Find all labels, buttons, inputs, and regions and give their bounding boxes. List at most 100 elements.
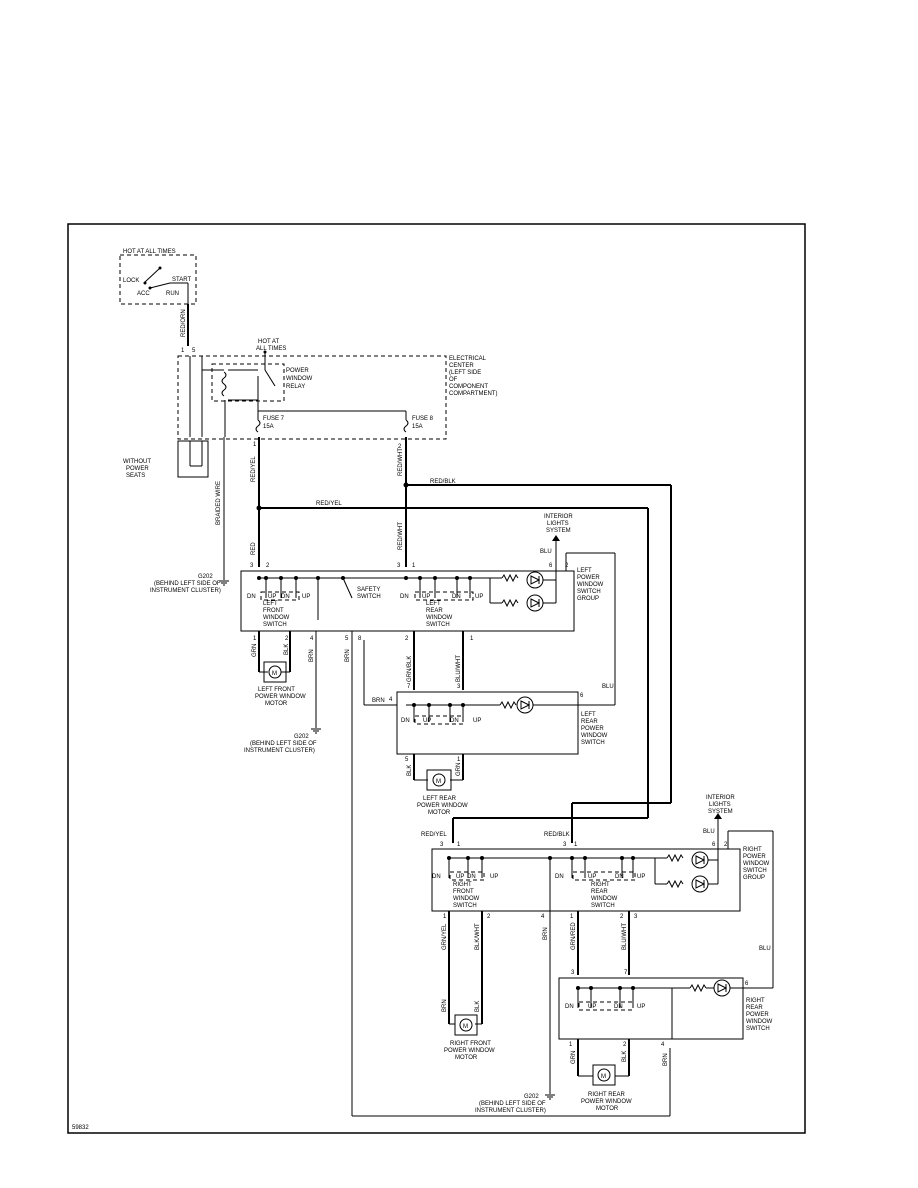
lg-pin-2: 2 <box>266 563 270 569</box>
ignition-acc-label: ACC <box>137 291 150 297</box>
lf-wire-blk: BLK <box>284 644 290 655</box>
wire-label-red-yel-bus: RED/YEL <box>316 501 342 507</box>
rf-switch-1: RIGHT <box>453 882 472 888</box>
lf-switch-4: SWITCH <box>263 622 287 628</box>
diagram-frame <box>67 223 806 1134</box>
lr-label-2: REAR <box>581 719 598 725</box>
fuse7-pin: 1 <box>253 442 257 448</box>
ec-label-4: OF <box>449 377 458 383</box>
rfm-label-2: POWER WINDOW <box>444 1048 495 1054</box>
rg-pin-2: 2 <box>724 842 728 848</box>
rf-pin-2: 2 <box>487 914 491 920</box>
lr-group-3: WINDOW <box>426 615 453 621</box>
ec-hot-line2: ALL TIMES <box>256 346 286 352</box>
rg-wire-blu-wht: BLU/WHT <box>622 923 628 950</box>
lg-pin-1: 1 <box>412 563 416 569</box>
rg-pin-3: 3 <box>440 842 444 848</box>
il-left-2: LIGHTS <box>547 521 569 527</box>
ec-label-5: COMPONENT <box>449 384 488 390</box>
rf-switch-3: WINDOW <box>453 896 480 902</box>
wire-label-red: RED <box>251 542 257 555</box>
wire-label-red-blk-right: RED/BLK <box>544 832 570 838</box>
ground-g202-top: G202 (BEHIND LEFT SIDE OF INSTRUMENT CLU… <box>150 574 229 594</box>
lr-group-up-right: UP <box>475 594 483 600</box>
safety-2: SWITCH <box>357 594 381 600</box>
lr-group-1: LEFT <box>426 601 441 607</box>
lf-pin-5: 5 <box>345 636 349 642</box>
ec-label-6: COMPARTMENT) <box>449 391 497 397</box>
g202-bottom-note1: (BEHIND LEFT SIDE OF <box>479 1101 546 1107</box>
lr-label-1: LEFT <box>581 712 596 718</box>
g202-top-note2: INSTRUMENT CLUSTER) <box>150 588 221 594</box>
lr-up-right: UP <box>473 718 481 724</box>
g202-bottom-note2: INSTRUMENT CLUSTER) <box>475 1108 546 1114</box>
lf-switch-2: FRONT <box>263 608 284 614</box>
rf-wire-blk-wht: BLK/WHT <box>475 923 481 950</box>
rrm-pin-2: 2 <box>623 1042 627 1048</box>
lr-pin-4: 4 <box>389 697 393 703</box>
motor-symbol-label: M <box>463 1024 468 1030</box>
lf-motor-3: MOTOR <box>265 701 288 707</box>
ec-hot-line1: HOT AT <box>258 339 279 345</box>
rr-dn: DN <box>614 1004 623 1010</box>
electrical-center: HOT AT ALL TIMES ELECTRICAL CENTER (LEFT… <box>177 339 497 440</box>
lrm-pin-5: 5 <box>405 757 409 763</box>
wire-label-red-wht-group: RED/WHT <box>398 522 404 550</box>
lg-pin-3: 3 <box>250 563 254 569</box>
motor-symbol-label: M <box>436 779 441 785</box>
lr-dn-left: DN <box>401 718 410 724</box>
lrm-wire-blk: BLK <box>407 765 413 776</box>
interior-lights-right: INTERIOR LIGHTS SYSTEM BLU <box>703 795 735 849</box>
rrm-label-3: MOTOR <box>596 1106 619 1112</box>
left-rear-motor: 5 1 BLK GRN M LEFT REAR POWER WINDOW MOT… <box>405 754 468 816</box>
motor-symbol-label: M <box>272 671 277 677</box>
wire-label-blu-right: BLU <box>759 946 771 952</box>
lg-pin-2b: 2 <box>565 563 569 569</box>
il-right-2: LIGHTS <box>709 802 731 808</box>
rf-wire-brn: BRN <box>442 999 448 1012</box>
lf-switch-3: WINDOW <box>263 615 290 621</box>
rg-out-pin-1: 1 <box>570 914 574 920</box>
ignition-switch: HOT AT ALL TIMES LOCK START ACC RUN <box>119 249 197 305</box>
rr-label-3: POWER <box>746 1012 769 1018</box>
il-right-3: SYSTEM <box>708 809 733 815</box>
rf-switch-4: SWITCH <box>453 903 477 909</box>
right-front-motor: M RIGHT FRONT POWER WINDOW MOTOR <box>444 1014 495 1061</box>
lg-pin-3b: 3 <box>397 563 401 569</box>
rr-label-5: SWITCH <box>746 1026 770 1032</box>
rr-group-2: REAR <box>591 889 608 895</box>
interior-lights-left: INTERIOR LIGHTS SYSTEM BLU <box>540 514 573 571</box>
relay-label-3: RELAY <box>286 384 305 390</box>
rf-switch-2: FRONT <box>453 889 474 895</box>
rr-group-up-right: UP <box>637 874 645 880</box>
rf-wire-blk: BLK <box>475 1001 481 1012</box>
wire-label-red-yel-fuse7: RED/YEL <box>251 456 257 482</box>
lf-up-right: UP <box>302 594 310 600</box>
lr-group-dn: DN <box>452 594 461 600</box>
lrm-label-2: POWER WINDOW <box>417 803 468 809</box>
rg-label-4: SWITCH <box>743 868 767 874</box>
rg-out-pin-2: 2 <box>620 914 624 920</box>
lr-group-2: REAR <box>426 608 443 614</box>
lr-pin-6: 6 <box>580 693 584 699</box>
lf-switch-1: LEFT <box>263 601 278 607</box>
rr-group-dn-left: DN <box>555 874 564 880</box>
rg-label-1: RIGHT <box>743 847 762 853</box>
rg-pin-1: 1 <box>457 842 461 848</box>
ground-g202-mid: G202 (BEHIND LEFT SIDE OF INSTRUMENT CLU… <box>244 728 321 754</box>
wire-label-red-blk-bus: RED/BLK <box>430 479 456 485</box>
fuse8-label: FUSE 8 <box>412 416 434 422</box>
safety-1: SAFETY <box>357 587 380 593</box>
rrm-label-1: RIGHT REAR <box>588 1092 626 1098</box>
lg-label-3: WINDOW <box>577 582 604 588</box>
g202-mid-note2: INSTRUMENT CLUSTER) <box>244 748 315 754</box>
fuse8-rating: 15A <box>412 424 423 430</box>
g202-top-note1: (BEHIND LEFT SIDE OF <box>154 581 221 587</box>
fuse7-rating: 15A <box>263 424 274 430</box>
rf-dn: DN <box>467 874 476 880</box>
rrm-wire-blk: BLK <box>622 1051 628 1062</box>
lr-group-4: SWITCH <box>426 622 450 628</box>
rr-up-right: UP <box>637 1004 645 1010</box>
lr-label-5: SWITCH <box>581 740 605 746</box>
